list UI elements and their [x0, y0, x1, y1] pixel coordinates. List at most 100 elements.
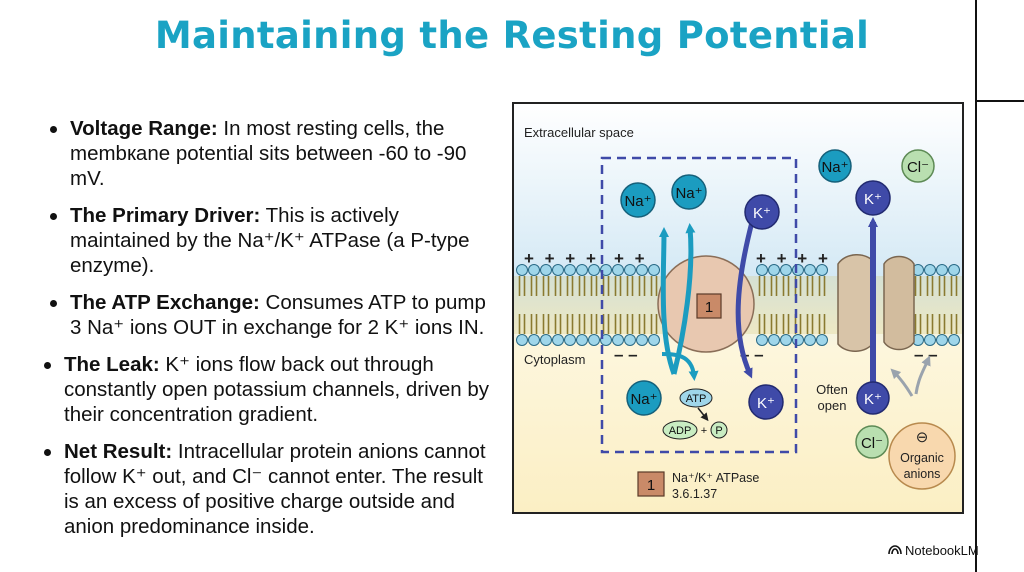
pump-region-outline: [600, 156, 798, 454]
chloride-ion-label: Cl⁻: [907, 159, 929, 176]
lipid-head: [528, 334, 540, 346]
bullet-voltage-range: Voltage Range: In most resting cells, th…: [40, 116, 500, 191]
bullet-label: Net Result:: [64, 440, 173, 463]
lipid-head: [648, 334, 660, 346]
bullet-list: Voltage Range: In most resting cells, th…: [40, 116, 500, 551]
bullet-label: The ATP Exchange:: [70, 291, 260, 314]
negative-charges-right: – –: [914, 345, 938, 364]
bullet-text: K⁺ ions flow back out through constantly…: [64, 353, 490, 426]
sodium-ion-label: Na⁺: [630, 391, 657, 408]
organic-anions-label-line2: anions: [904, 467, 941, 481]
lipid-head: [528, 264, 540, 276]
organic-anions-symbol: ⊖: [916, 429, 929, 446]
positive-charges-right: + + + +: [756, 249, 831, 268]
lipid-head: [924, 264, 936, 276]
lipid-head: [948, 334, 960, 346]
legend-number-box: [637, 471, 665, 497]
bullet-atp-exchange: The ATP Exchange: Consumes ATP to pump 3…: [40, 290, 500, 340]
chloride-ion-label: Cl⁻: [861, 435, 883, 452]
chloride-ion: [855, 425, 889, 459]
bullet-text: Consumes ATP to pump 3 Na⁺ ions OUT in e…: [70, 291, 486, 339]
sodium-out-arrow-1: [658, 227, 677, 375]
lipid-head: [636, 264, 648, 276]
membrane-diagram-svg: Extracellular space Cytoplasm + + + + + …: [514, 104, 962, 512]
lipid-head: [792, 334, 804, 346]
lipid-head: [648, 264, 660, 276]
often-open-label-line2: open: [818, 398, 847, 413]
bullet-dot: [50, 213, 57, 220]
lipid-head: [516, 264, 528, 276]
bullet-label: The Leak:: [64, 353, 160, 376]
lipid-head: [576, 264, 588, 276]
lipid-head: [540, 334, 552, 346]
phosphate-molecule: [710, 421, 728, 439]
bullet-label: Voltage Range:: [70, 117, 218, 140]
phosphate-label: P: [715, 425, 722, 437]
lipid-head: [768, 334, 780, 346]
potassium-channel-left-subunit: [837, 254, 875, 352]
sodium-ion: [671, 174, 707, 210]
atp-molecule: [679, 388, 713, 408]
lipid-head: [564, 334, 576, 346]
sodium-ion: [626, 380, 662, 416]
adp-label: ADP: [669, 425, 692, 437]
lipid-head: [564, 264, 576, 276]
bullet-net-result: Net Result: Intracellular protein anions…: [34, 439, 500, 539]
lipid-head: [780, 264, 792, 276]
bullet-dot: [44, 449, 51, 456]
anion-blocked-arrow-2: [890, 368, 914, 397]
bullet-label: The Primary Driver:: [70, 204, 261, 227]
bullet-dot: [50, 300, 57, 307]
chloride-ion: [901, 149, 935, 183]
cytoplasm-label: Cytoplasm: [524, 352, 585, 367]
lipid-head: [756, 334, 768, 346]
pump-number-box: [696, 293, 722, 319]
bullet-primary-driver: The Primary Driver: This is actively mai…: [40, 203, 500, 278]
lipid-head: [936, 264, 948, 276]
lipid-head: [612, 264, 624, 276]
atp-binding-arrow: [661, 352, 699, 381]
bullet-text: Intracellular protein anions cannot foll…: [64, 440, 486, 538]
adp-molecule: [662, 420, 698, 440]
bullet-text: In most resting cells, the membкane pote…: [70, 117, 467, 190]
potassium-in-arrow: [735, 221, 755, 379]
potassium-ion: [856, 381, 890, 415]
sodium-out-arrow-2: [671, 223, 696, 375]
sodium-ion: [818, 149, 852, 183]
sodium-ion-label: Na⁺: [675, 185, 702, 202]
lipid-head: [588, 264, 600, 276]
sodium-ion-label: Na⁺: [624, 193, 651, 210]
pump-number: 1: [705, 299, 713, 316]
notebooklm-logo-icon: [888, 545, 902, 555]
lipid-head: [624, 264, 636, 276]
atp-label: ATP: [686, 393, 707, 405]
membrane-diagram: Extracellular space Cytoplasm + + + + + …: [512, 102, 964, 514]
lipid-head: [636, 334, 648, 346]
bullet-dot: [44, 362, 51, 369]
lipid-head: [756, 264, 768, 276]
lipid-head: [612, 334, 624, 346]
legend-number: 1: [647, 477, 655, 494]
potassium-ion: [748, 384, 784, 420]
negative-charges-left: – –: [614, 345, 638, 364]
bullet-text: This is actively maintained by the Na⁺/K…: [70, 204, 470, 277]
often-open-label-line1: Often: [816, 382, 848, 397]
anion-blocked-arrow-1: [914, 355, 931, 395]
atp-hydrolysis-arrow: [697, 407, 709, 422]
lipid-head: [816, 264, 828, 276]
lipid-head: [948, 264, 960, 276]
legend-ec-number: 3.6.1.37: [672, 487, 717, 501]
potassium-ion-label: K⁺: [753, 205, 771, 222]
sodium-ion: [620, 182, 656, 218]
lipid-head: [936, 334, 948, 346]
frame-divider-vertical: [975, 0, 977, 572]
lipid-head: [924, 334, 936, 346]
potassium-ion: [855, 180, 891, 216]
lipid-head: [624, 334, 636, 346]
lipid-head: [552, 264, 564, 276]
plus-label: +: [701, 425, 707, 437]
lipid-head: [780, 334, 792, 346]
bullet-the-leak: The Leak: K⁺ ions flow back out through …: [34, 352, 500, 427]
page-title: Maintaining the Resting Potential: [154, 14, 870, 57]
positive-charges-mid: + +: [614, 249, 648, 268]
